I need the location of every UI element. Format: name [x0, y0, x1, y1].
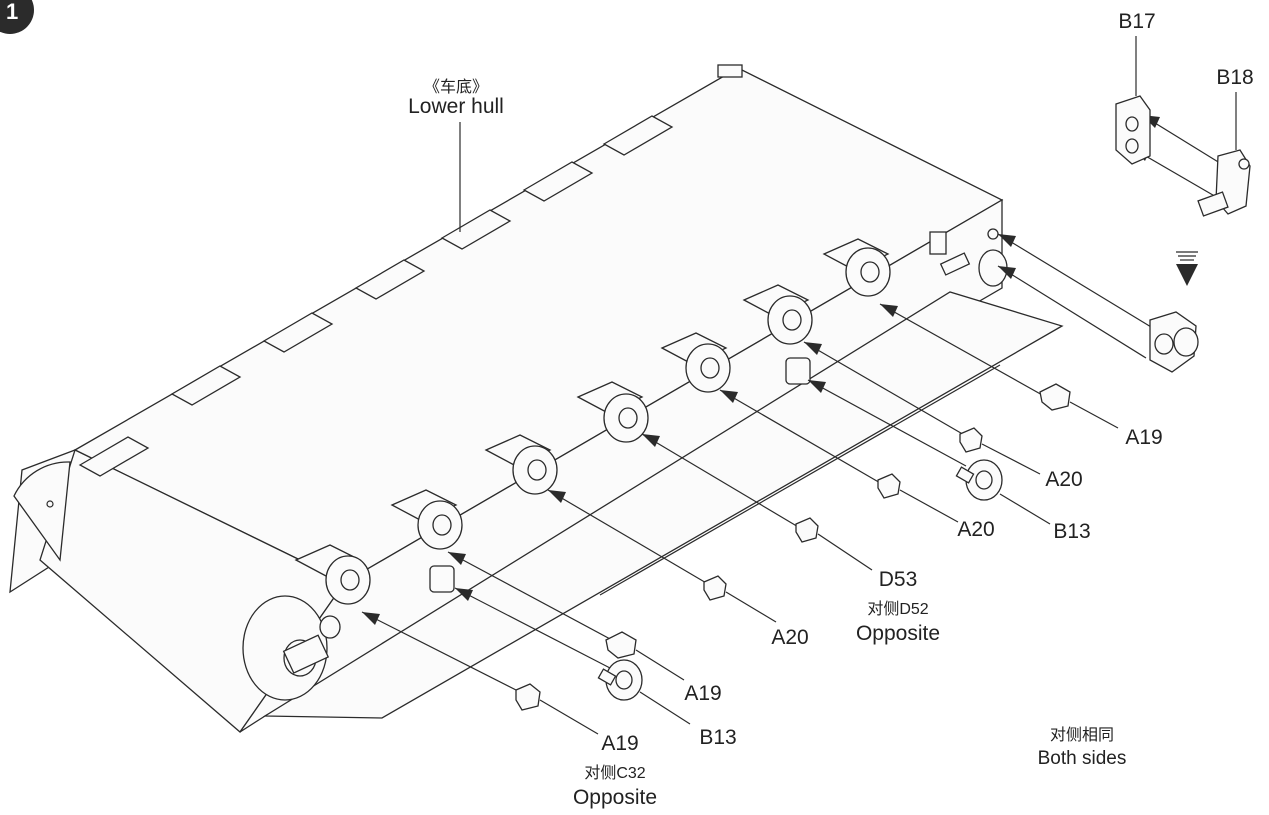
part-d53	[795, 517, 819, 543]
hull-bottom-plate	[262, 291, 1064, 719]
label-a19-top: A19	[1125, 426, 1162, 449]
front-hatch	[929, 231, 947, 255]
suspension-housings	[294, 238, 891, 605]
labels: 《车底》 Lower hull B17 B18 A19 A20 B13 A20 …	[408, 10, 1254, 809]
label-b17: B17	[1118, 10, 1155, 33]
label-d53-opposite-en: Opposite	[856, 622, 940, 645]
suspension-housing-3	[484, 434, 558, 495]
rear-tow-lug	[717, 64, 743, 78]
label-b13-bottom: B13	[699, 726, 736, 749]
down-arrow-repeat-icon	[1176, 251, 1198, 286]
suspension-housing-5	[660, 332, 731, 393]
part-a19-top	[1039, 383, 1071, 411]
label-a19-mid: A19	[684, 682, 721, 705]
tow-bracket	[939, 252, 971, 276]
part-a19-bottom	[515, 683, 541, 711]
suspension-housing-6	[742, 284, 813, 345]
suspension-housing-1	[294, 544, 371, 605]
part-a20-a	[959, 427, 983, 453]
label-b18: B18	[1216, 66, 1253, 89]
part-a20-b	[877, 473, 901, 499]
hull-title-en: Lower hull	[408, 95, 504, 118]
label-a20-b: A20	[957, 518, 994, 541]
leader-lines	[459, 36, 1237, 735]
suspension-housing-2	[390, 489, 463, 550]
rear-idler-housing	[13, 461, 71, 562]
return-roller-mounts	[78, 64, 743, 477]
front-fitting	[987, 228, 999, 240]
label-a19-opposite-cn: 对侧C32	[584, 764, 645, 782]
part-front-hub-assembly	[1149, 311, 1199, 373]
lower-hull	[9, 67, 1064, 733]
step-number: 1	[6, 0, 18, 24]
label-b13-top: B13	[1053, 520, 1090, 543]
label-a19-bottom: A19	[601, 732, 638, 755]
part-a19-mid	[605, 631, 637, 659]
final-drive-shaft	[282, 634, 330, 674]
note-both-sides-en: Both sides	[1038, 748, 1127, 769]
hull-title-cn: 《车底》	[424, 78, 488, 96]
sprocket-bolt-plate	[319, 615, 341, 639]
bump-stop-mount-front	[429, 357, 811, 593]
part-b18	[1197, 149, 1251, 217]
suspension-housing-4	[576, 381, 649, 443]
label-d53-opposite-cn: 对侧D52	[867, 600, 928, 618]
loose-parts	[515, 95, 1251, 711]
note-both-sides-cn: 对侧相同	[1050, 726, 1114, 744]
step-number-badge: 1	[0, 0, 34, 34]
part-a20-c	[703, 575, 727, 601]
label-a20-a: A20	[1045, 468, 1082, 491]
label-d53: D53	[879, 568, 918, 591]
hull-bottom-edge	[599, 364, 1001, 596]
part-b13-top	[955, 459, 1003, 501]
label-a19-opposite-en: Opposite	[573, 786, 657, 809]
part-b13-bottom	[597, 659, 643, 701]
suspension-housing-7	[822, 238, 891, 297]
label-a20-c: A20	[771, 626, 808, 649]
part-b17	[1115, 95, 1151, 165]
